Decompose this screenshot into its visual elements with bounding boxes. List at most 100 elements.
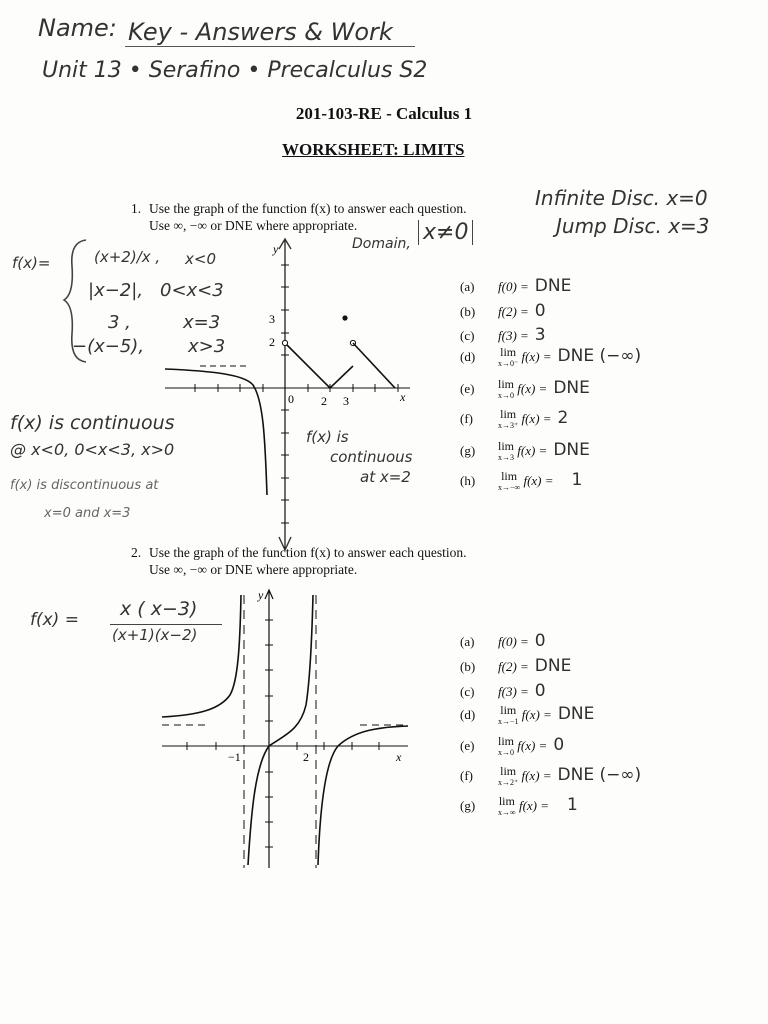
q2-numerator: x ( x−3) (120, 598, 198, 620)
lim-word: lim (500, 345, 517, 360)
part-label: (c) (460, 684, 475, 699)
worksheet-title: WORKSHEET: LIMITS (282, 140, 465, 159)
part-answer: 3 (534, 325, 546, 345)
q2-fraction-bar (110, 624, 222, 625)
lim-sub: x→0 (498, 748, 514, 758)
part-answer: 2 (557, 408, 569, 428)
q1-open-point-0 (281, 339, 289, 347)
part-label: (e) (460, 738, 475, 753)
part-answer: DNE (557, 704, 595, 724)
part-expr: f(x) = (521, 411, 552, 426)
q2-curve-middle (247, 594, 314, 866)
q1-fx-label: f(x)= (12, 254, 51, 272)
part-expr: f(2) = (498, 304, 529, 319)
part-expr: f(x) = (521, 349, 552, 364)
q1-ytick-3: 3 (269, 312, 275, 326)
part-expr: f(x) = (517, 443, 548, 458)
part-answer: DNE (553, 440, 590, 460)
part-label: (d) (460, 349, 476, 364)
lim-sub: x→−∞ (498, 483, 521, 493)
q1-x-label: x (399, 390, 406, 404)
q1-continuous-at-note-2: continuous (330, 448, 413, 466)
lim-word: lim (498, 794, 515, 809)
q2-text-line2: Use ∞, −∞ or DNE where appropriate. (149, 562, 358, 577)
part-answer: DNE (553, 378, 590, 398)
q1-piece4-cond: x>3 (188, 336, 226, 357)
q1-xtick-2: 2 (321, 394, 327, 408)
part-answer: 0 (553, 735, 565, 755)
q1-continuous-at-note-3: at x=2 (360, 468, 411, 486)
part-answer: DNE (−∞) (557, 765, 642, 785)
part-answer: DNE (−∞) (557, 346, 642, 366)
q1-continuous-note-1: f(x) is continuous (10, 412, 175, 434)
q1-filled-point (342, 315, 348, 321)
q1-part-b: (b)f(2) =0 (460, 301, 546, 321)
q1-disc-note-1: Infinite Disc. x=0 (535, 186, 708, 210)
part-expr: f(x) = (521, 768, 552, 783)
q2-number: 2. (131, 545, 142, 560)
course-title: 201-103-RE - Calculus 1 (295, 104, 473, 123)
lim-word: lim (498, 377, 515, 392)
q2-xtick-neg1: −1 (228, 750, 241, 764)
q1-piece4-expr: −(x−5), (72, 336, 145, 357)
q2-fx-label: f(x) = (30, 610, 79, 630)
part-answer: DNE (534, 656, 572, 676)
q1-domain-value: x≠0 (418, 220, 474, 245)
q2-graph: y x −1 2 (161, 588, 409, 868)
part-label: (c) (460, 328, 475, 343)
q1-curve-right (352, 342, 396, 389)
part-label: (f) (460, 768, 473, 783)
q1-curve-left (164, 368, 268, 496)
q2-part-c: (c)f(3) =0 (460, 681, 546, 701)
lim-sub: x→3⁺ (498, 421, 519, 431)
lim-word: lim (498, 734, 515, 749)
q1-number: 1. (131, 201, 142, 216)
q1-y-label: y (272, 242, 279, 256)
lim-sub: x→2⁺ (498, 778, 519, 788)
q2-text-line1: Use the graph of the function f(x) to an… (149, 545, 467, 560)
unit-line: Unit 13 • Serafino • Precalculus S2 (42, 58, 428, 83)
q1-continuous-note-2: @ x<0, 0<x<3, x>0 (10, 440, 175, 459)
name-underline (125, 46, 415, 47)
q2-denominator: (x+1)(x−2) (112, 626, 198, 644)
lim-word: lim (501, 469, 518, 484)
q1-part-c: (c) f(3) = 3 (460, 325, 546, 345)
part-answer: 0 (534, 301, 546, 321)
part-expr: f(x) = (523, 473, 554, 488)
q1-part-a: (a)f(0) =DNE (460, 276, 571, 296)
part-answer: 0 (534, 631, 546, 651)
q1-piece1-expr: (x+2)/x , (94, 248, 161, 266)
part-expr: f(2) = (498, 659, 529, 674)
q2-curve-right (317, 725, 409, 866)
q1-piece3-expr: 3 , (108, 312, 131, 333)
part-expr: f(0) = (498, 634, 529, 649)
q1-domain-label: Domain, (352, 236, 411, 252)
part-label: (a) (460, 279, 475, 294)
lim-sub: x→0 (498, 391, 514, 401)
part-expr: f(3) = (498, 328, 529, 343)
part-label: (g) (460, 798, 476, 813)
lim-word: lim (500, 764, 517, 779)
lim-word: lim (500, 703, 517, 718)
lim-sub: x→∞ (498, 808, 516, 818)
part-label: (e) (460, 381, 475, 396)
q1-piece2-cond: 0<x<3 (160, 280, 224, 301)
part-answer: DNE (534, 276, 572, 296)
q1-disc-note-2: Jump Disc. x=3 (556, 214, 710, 238)
q1-graph: y x 3 2 0 2 3 (164, 237, 410, 552)
q2-part-b: (b)f(2) =DNE (460, 656, 571, 676)
part-answer: 1 (567, 795, 578, 815)
part-answer: 0 (534, 681, 546, 701)
q1-discontinuous-note-1: f(x) is discontinuous at (10, 478, 159, 493)
part-label: (a) (460, 634, 475, 649)
part-label: (d) (460, 707, 476, 722)
name-label: Name: (38, 14, 117, 42)
